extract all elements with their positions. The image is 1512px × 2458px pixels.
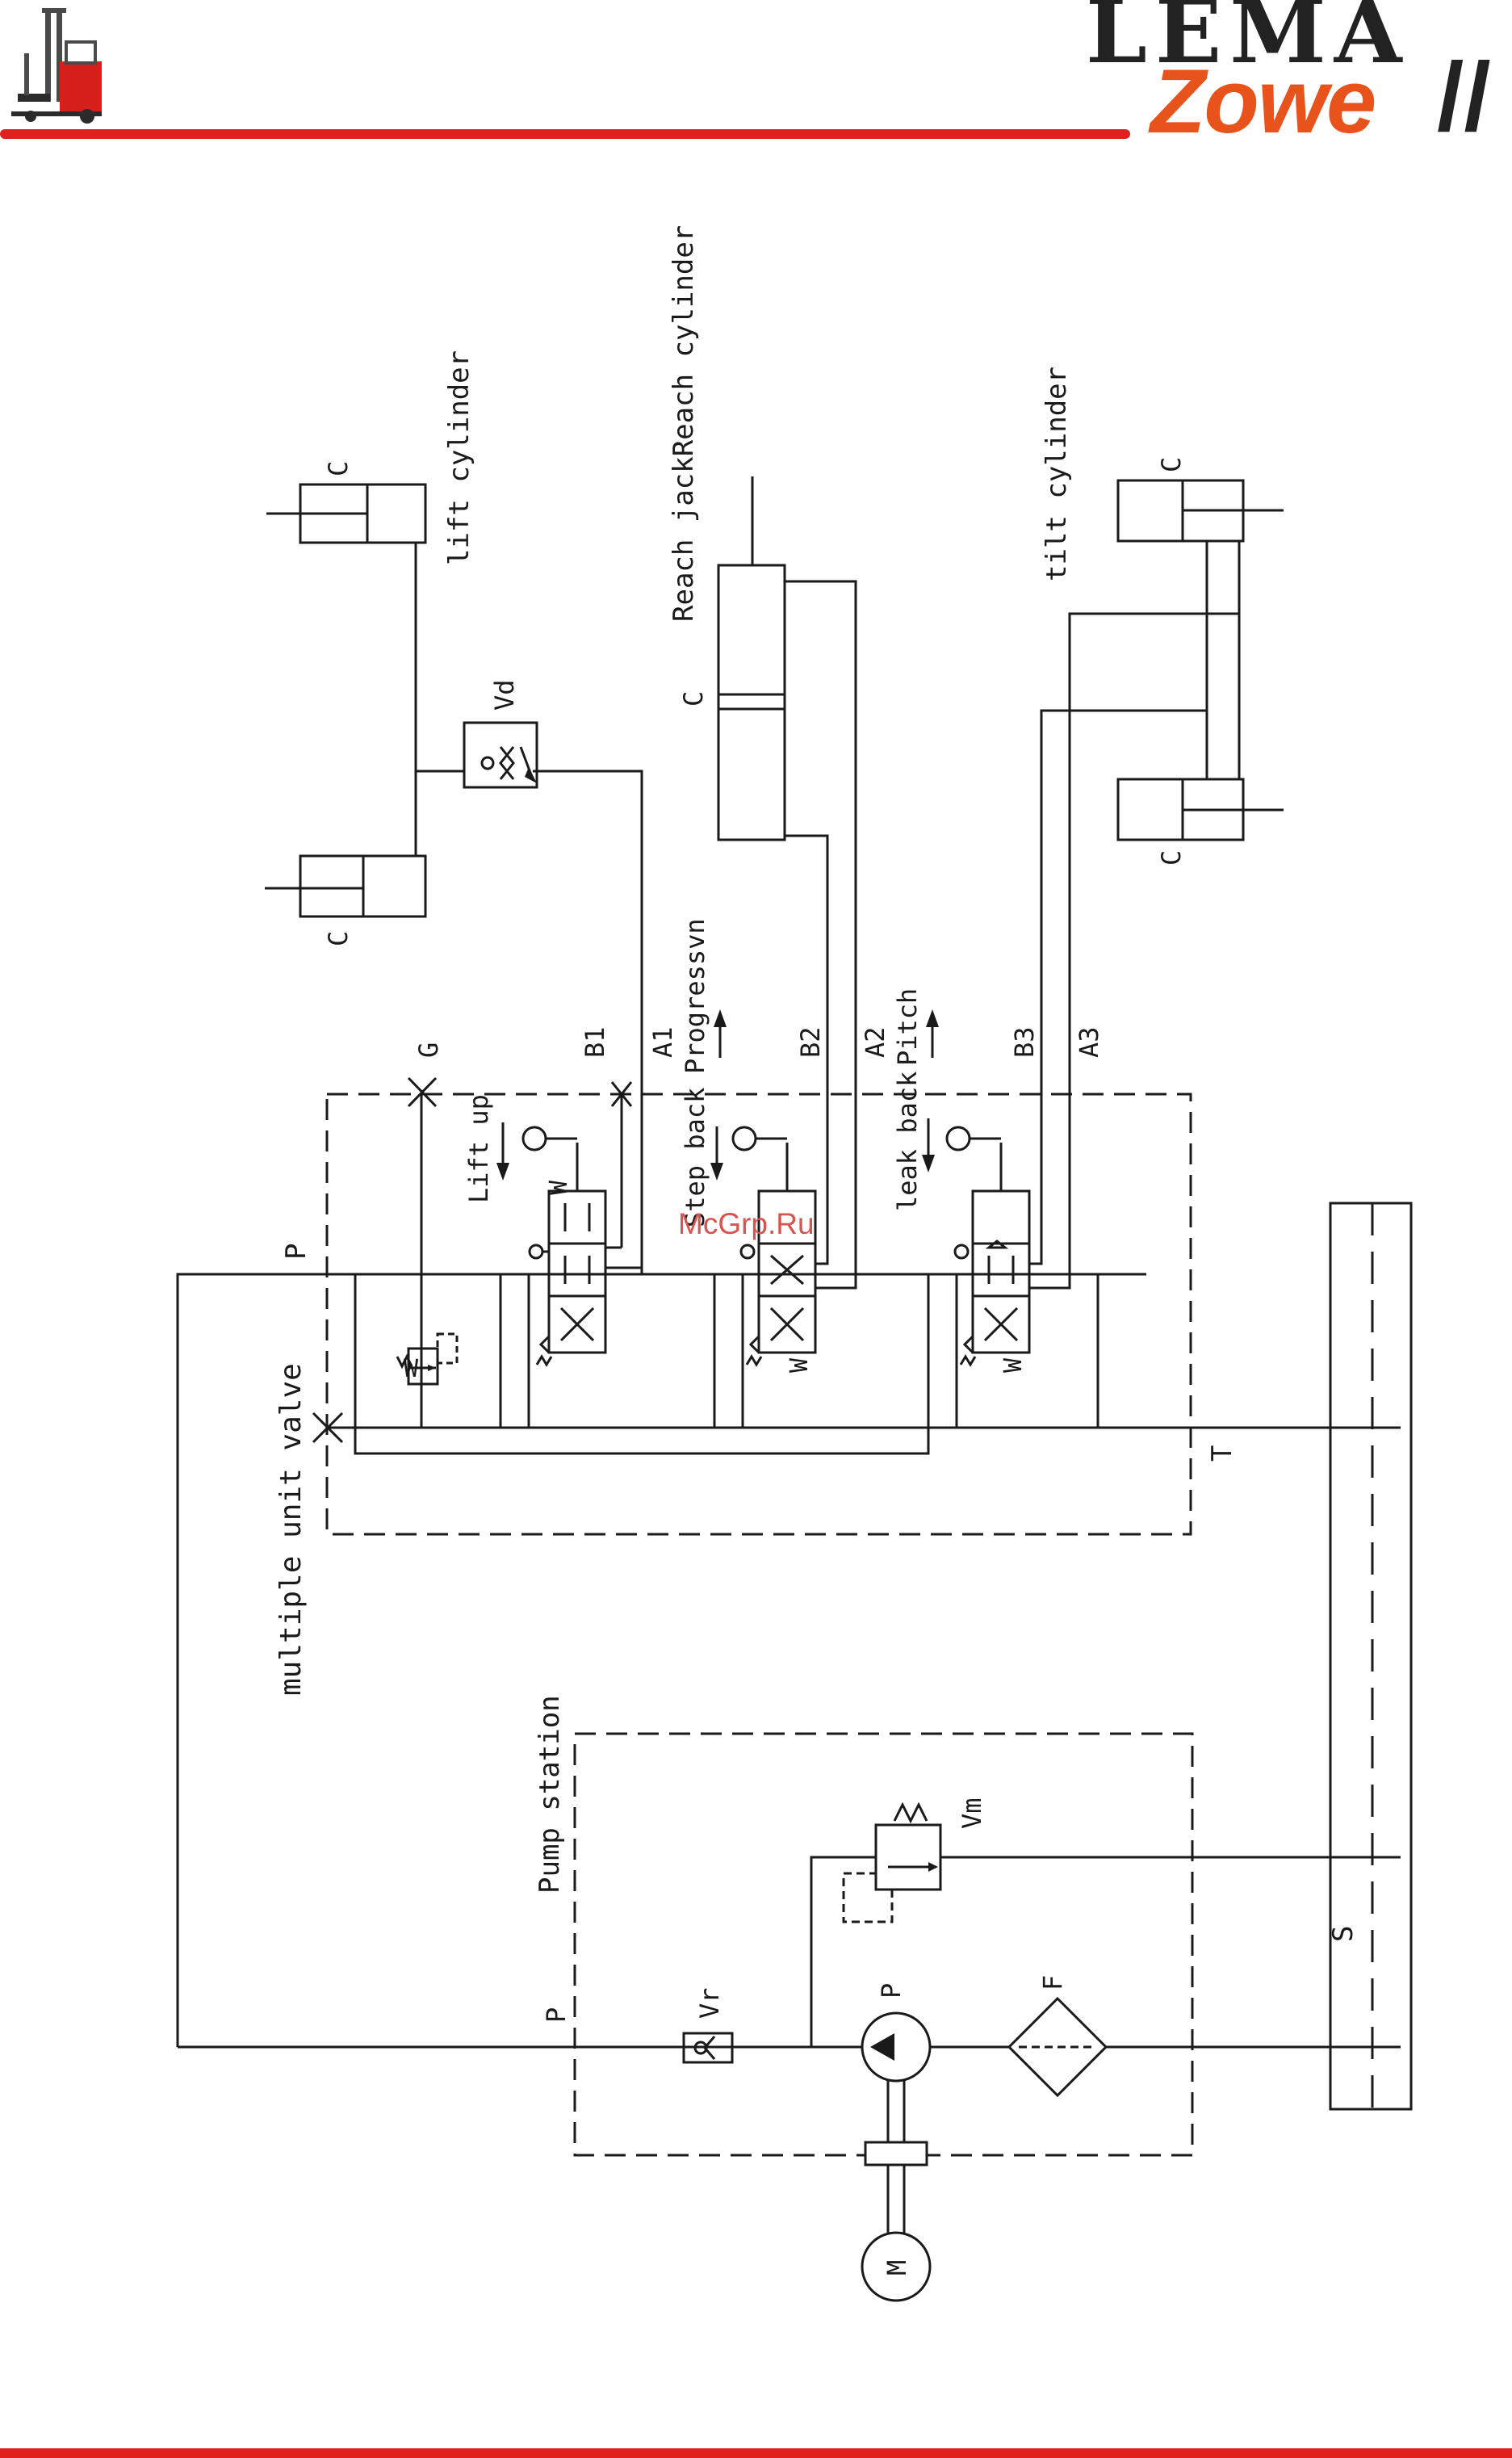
tank-s-label: S bbox=[1327, 1926, 1359, 1942]
t-port-label: T bbox=[1206, 1445, 1238, 1462]
pump-station-box bbox=[575, 1734, 1192, 2155]
reach-cylinder bbox=[718, 476, 807, 840]
lift-control-valve bbox=[549, 1191, 605, 1353]
tank-s bbox=[1330, 1203, 1411, 2109]
supply-line bbox=[178, 1274, 1146, 2047]
lift-c-bottom-label: C bbox=[323, 931, 354, 946]
tilt-cylinder-label: tilt cylinder bbox=[1041, 367, 1073, 581]
leak-back-label: leak back bbox=[892, 1072, 923, 1211]
progressvn-label: Progressvn bbox=[680, 918, 710, 1074]
b3-port-label: B3 bbox=[1009, 1026, 1040, 1058]
lift-cylinder-top bbox=[266, 484, 425, 856]
a1-port-label: A1 bbox=[647, 1026, 678, 1058]
svg-text:multiple unit valve: multiple unit valve bbox=[274, 1363, 308, 1696]
tilt-cylinder-bottom bbox=[1118, 614, 1284, 840]
step-back-label: Step back bbox=[680, 1088, 710, 1227]
pitch-label: Pitch bbox=[892, 988, 923, 1066]
vm-label: Vm bbox=[957, 1797, 987, 1829]
motor-m-label: M bbox=[882, 2260, 912, 2276]
vr-label: Vr bbox=[694, 1987, 725, 2019]
tilt-control-valve bbox=[973, 1191, 1029, 1353]
coupling bbox=[865, 2142, 927, 2165]
relief-w-label: W bbox=[404, 1355, 419, 1383]
reach-line-a2 bbox=[807, 581, 856, 1288]
reach-cylinder-label: Reach jackReach cylinder bbox=[668, 225, 700, 622]
watermark: McGrp.Ru bbox=[678, 1209, 815, 1239]
b2-port-label: B2 bbox=[795, 1026, 826, 1058]
p-port-label: P bbox=[280, 1244, 312, 1260]
filter-f-label: F bbox=[1037, 1975, 1068, 1990]
lift-up-label: Lift up bbox=[463, 1094, 494, 1203]
b1-port-label: B1 bbox=[580, 1026, 610, 1058]
lift-w-label: W bbox=[545, 1180, 573, 1195]
lift-c-top-label: C bbox=[323, 461, 354, 476]
tilt-c-top-label: C bbox=[1156, 457, 1187, 472]
a2-port-label: A2 bbox=[860, 1026, 890, 1058]
pump-station-p-label: P bbox=[541, 2007, 572, 2023]
tilt-w-label: W bbox=[999, 1357, 1028, 1373]
vm-relief-valve bbox=[876, 1825, 940, 1890]
multiple-unit-valve-label: multiple unit valve bbox=[274, 1363, 308, 1696]
lift-cylinder-bottom bbox=[265, 856, 425, 917]
tilt-cylinder-top bbox=[1118, 480, 1284, 711]
a3-port-label: A3 bbox=[1074, 1026, 1104, 1058]
lift-cylinder-label: lift cylinder bbox=[443, 350, 475, 565]
pump-station-label: Pump station bbox=[534, 1695, 566, 1894]
pump-p-label: P bbox=[876, 1983, 907, 1999]
tilt-c-bottom-label: C bbox=[1156, 850, 1187, 866]
vd-label: Vd bbox=[489, 679, 520, 711]
reach-w-label: W bbox=[785, 1357, 814, 1373]
g-port-label: G bbox=[413, 1042, 444, 1058]
reach-c-label: C bbox=[678, 691, 709, 707]
